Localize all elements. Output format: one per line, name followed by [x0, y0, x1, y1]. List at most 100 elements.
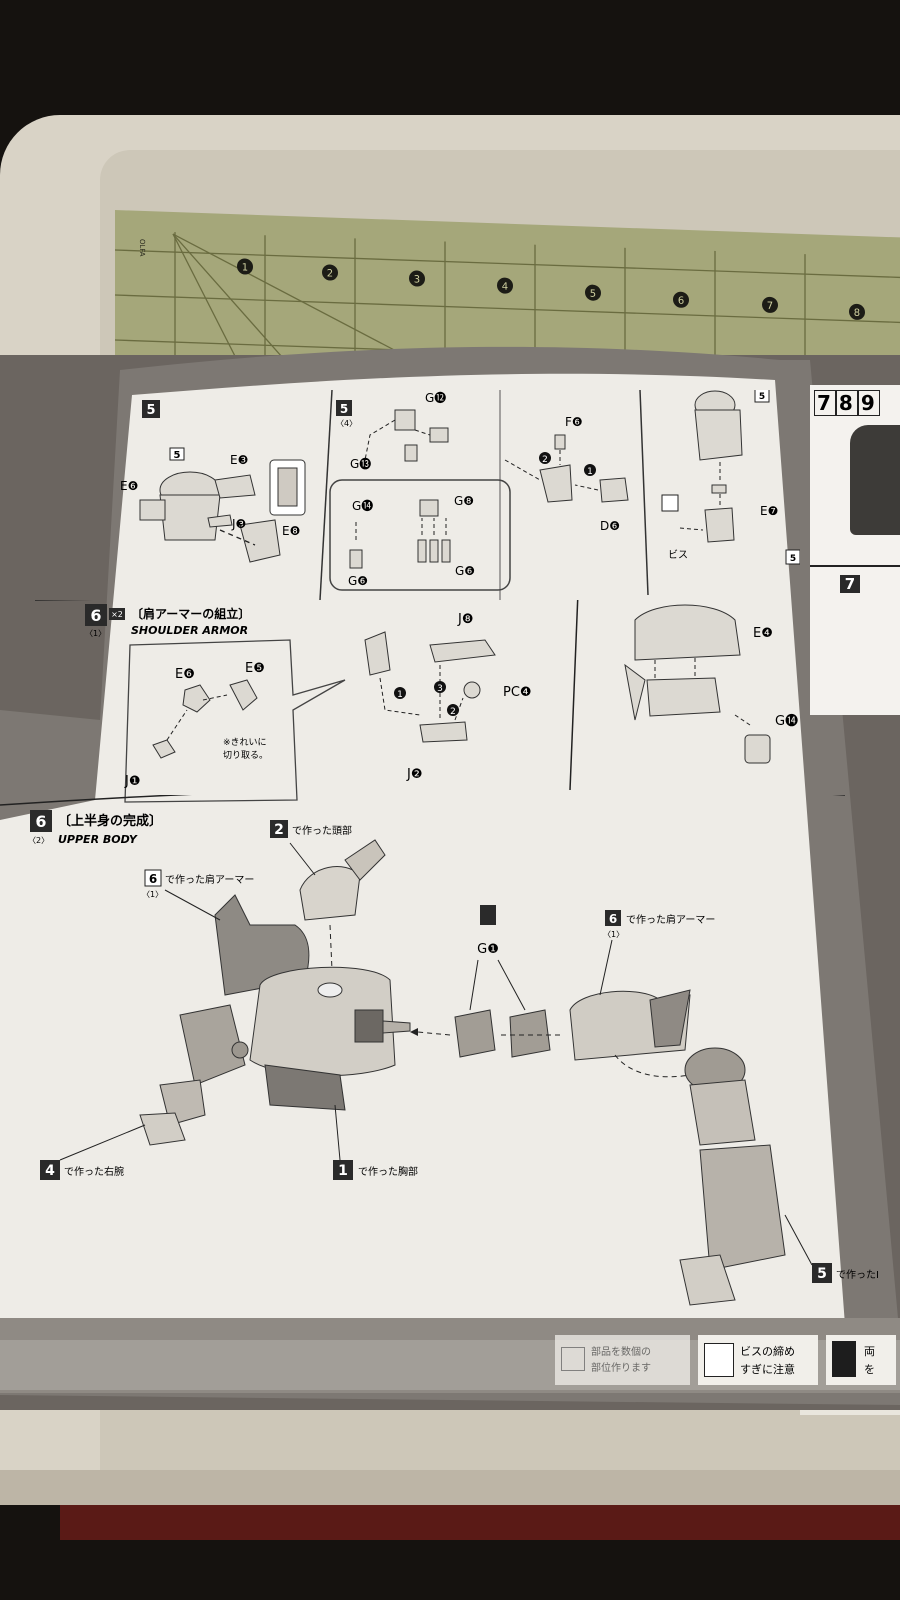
ruler-num-4: 4 — [502, 282, 508, 293]
label-screw: ビス — [668, 549, 688, 561]
robot-silhouette — [850, 425, 900, 535]
upper-step: 6 — [35, 812, 46, 831]
right-arm-part — [139, 1004, 249, 1146]
right-shoulder-armor — [569, 989, 691, 1061]
shoulder-right-sub: 〈1〉 — [603, 930, 624, 939]
label-e5: E❺ — [245, 661, 265, 676]
label-e-c: E❽ — [282, 524, 300, 538]
label-g-top: G⓬ — [425, 391, 446, 405]
shoulder-note-2: 切り取る。 — [223, 750, 268, 761]
label-d: D❻ — [600, 519, 620, 533]
shoulder-small-parts — [152, 679, 258, 759]
both-sides-icon — [480, 905, 496, 925]
hand-parts-sketch — [539, 434, 629, 503]
shoulder-count: ×2 — [111, 610, 123, 619]
both-sides-legend-icon — [832, 1341, 856, 1377]
shoulder-note-1: ※きれいに — [223, 737, 267, 748]
legend-screw-line1: ビスの締め — [740, 1345, 795, 1358]
torso-screw-sketch — [694, 390, 743, 543]
screw-warning-icon — [704, 1343, 734, 1377]
head-num: 2 — [274, 822, 284, 838]
left-arm-text: で作ったI — [836, 1269, 879, 1281]
tray-bottom-lip — [0, 1470, 900, 1505]
ruler-num-7: 7 — [767, 301, 773, 312]
shoulder-joint-parts — [364, 631, 496, 743]
label-j2: J❷ — [406, 767, 423, 782]
label-e6: E❻ — [175, 667, 195, 682]
shoulder-arrow-1: 1 — [397, 690, 403, 700]
right-arm-num: 4 — [45, 1163, 55, 1179]
ref-badge: 5 — [174, 450, 181, 461]
label-g1: G❶ — [477, 942, 499, 957]
mat-brand: OLFA — [138, 239, 146, 257]
label-g-b: G❻ — [348, 574, 368, 588]
shoulder-right-num: 6 — [609, 912, 617, 926]
chest-parts-sketch — [139, 459, 306, 563]
shoulder-step: 6 — [90, 606, 101, 625]
tray-red-edge — [60, 1500, 900, 1540]
label-j: J❸ — [231, 517, 246, 531]
left-arm-num: 5 — [817, 1266, 827, 1282]
next-step-badge: 7 — [840, 575, 860, 593]
middle-step: 5 — [340, 402, 348, 416]
head-text: で作った頭部 — [292, 824, 352, 837]
arrow-badge-1 — [584, 464, 596, 476]
label-e7: E❼ — [760, 504, 778, 518]
shoulder-left-text: で作った肩アーマー — [165, 873, 254, 886]
next-step-7: 7 — [814, 390, 836, 416]
parts-icon — [561, 1347, 585, 1371]
label-e4: E❹ — [753, 626, 773, 641]
ruler-num-1: 1 — [242, 262, 248, 273]
right-arm-text: で作った右腕 — [64, 1165, 124, 1178]
shoulder-right-text: で作った肩アーマー — [626, 913, 715, 926]
next-step-9: 9 — [857, 390, 880, 416]
shoulder-title-en: SHOULDER ARMOR — [131, 624, 248, 637]
fingers-arrow-2: 2 — [542, 455, 548, 465]
shoulder-armor-assembly — [624, 604, 771, 764]
legend-both-line1: 両 — [864, 1345, 875, 1358]
shoulder-armor-section: 6 〈1〉 ×2 〔肩アーマーの組立〕 SHOULDER ARMOR E❻ E❺… — [35, 600, 798, 803]
legend-both-line2: を — [864, 1363, 875, 1376]
frame-sketch — [349, 409, 451, 569]
ruler-num-3: 3 — [414, 274, 420, 285]
legend-parts-line2: 部位作ります — [591, 1363, 651, 1374]
ruler-num-8: 8 — [854, 308, 860, 319]
shoulder-title-jp: 〔肩アーマーの組立〕 — [131, 606, 250, 621]
right-ref-bottom: 5 — [790, 554, 796, 564]
fingers-arrow-1: 1 — [587, 467, 593, 477]
label-g-d: G❻ — [455, 564, 475, 578]
right-ref-top: 5 — [759, 392, 765, 402]
head-part — [299, 839, 386, 921]
step-badge-5-left — [142, 400, 160, 418]
label-e-a: E❸ — [230, 453, 248, 467]
label-j1: J❶ — [124, 774, 141, 789]
label-pc4: PC❹ — [503, 685, 532, 700]
chest-text: で作った胸部 — [358, 1165, 418, 1178]
ruler-num-5: 5 — [590, 289, 596, 300]
label-g-mid: G⓭ — [350, 457, 371, 471]
footer-legend: 部品を数個の 部位作ります ビスの締め すぎに注意 両 を — [555, 1335, 900, 1390]
ruler-num-6: 6 — [678, 296, 684, 307]
shoulder-left-num: 6 — [149, 872, 157, 886]
shoulder-arrow-2: 2 — [450, 707, 456, 717]
label-g-a: G⓮ — [352, 499, 373, 513]
label-f: F❻ — [565, 415, 583, 429]
legend-item-both: 両 を — [826, 1335, 896, 1385]
legend-parts-line1: 部品を数個の — [591, 1347, 651, 1358]
top-panels: 5 5 E❸ E❻ J❸ E❽ 5 〈4〉 G⓬ G⓭ — [120, 390, 800, 601]
legend-item-parts: 部品を数個の 部位作ります — [555, 1335, 690, 1385]
left-arm-part — [679, 1047, 786, 1306]
arrow-badge-2 — [539, 452, 551, 464]
legend-item-screw: ビスの締め すぎに注意 — [698, 1335, 818, 1385]
shoulder-arrow-3: 3 — [437, 684, 443, 694]
shoulder-left-sub: 〈1〉 — [142, 890, 163, 899]
legend-screw-line2: すぎに注意 — [740, 1363, 795, 1376]
upper-body-section: 6 〈2〉 〔上半身の完成〕 UPPER BODY 2 で作った頭部 6 〈1〉… — [0, 795, 879, 1306]
label-g14: G⓮ — [775, 714, 798, 729]
upper-title-en: UPPER BODY — [58, 833, 138, 846]
label-j8: J❽ — [457, 612, 474, 627]
next-step-8: 8 — [835, 390, 858, 416]
step-number: 5 — [146, 403, 155, 418]
ruler-num-2: 2 — [327, 268, 333, 279]
